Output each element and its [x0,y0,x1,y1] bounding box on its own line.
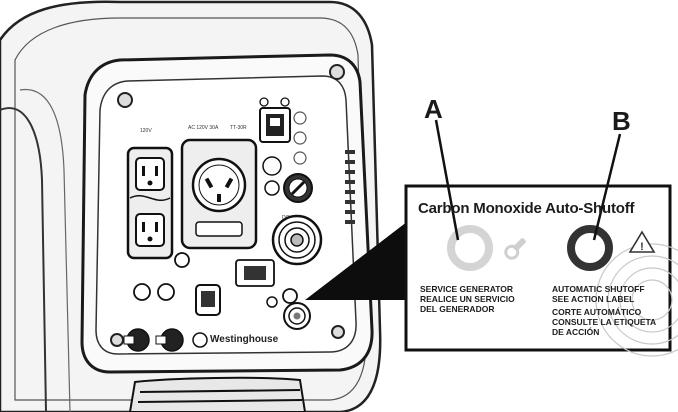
inset-callout-box [404,184,672,352]
indicator-a-line3: DEL GENERADOR [420,304,495,314]
co-sensor-indicator [266,296,278,308]
indicator-light-3 [293,151,307,165]
inset-title: Carbon Monoxide Auto-Shutoff [418,200,635,217]
screw-top-right [329,64,345,80]
callout-pointer [305,218,412,300]
screw-top-left [117,92,133,108]
indicator-light-2 [293,131,307,145]
indicator-b-line3: CORTE AUTOMÁTICO [552,307,642,317]
brand-name: Westinghouse [210,334,279,345]
indicator-a-ring [447,225,493,271]
lower-grille [128,376,307,412]
brand-logo-icon [192,332,208,348]
inset-background-arcs [595,243,678,357]
indicator-b-line1: AUTOMATIC SHUTOFF [552,284,645,294]
indicator-b-line4: CONSULTE LA ETIQUETA [552,317,657,327]
indicator-a-line1: SERVICE GENERATOR [420,284,514,294]
svg-text:!: ! [640,241,644,253]
indicator-b-line2: SEE ACTION LABEL [552,294,635,304]
label-120v: 120V [140,128,152,134]
indicator-a-line2: REALICE UN SERVICIO [420,294,515,304]
screw-bottom-left [110,333,124,347]
indicator-b-label: AUTOMATIC SHUTOFF SEE ACTION LABEL CORTE… [552,284,656,337]
co-sensor-indicator-ring [282,288,298,304]
screw-bottom-right [331,325,345,339]
round-cover [262,156,282,176]
vent-slots [345,150,355,224]
indicator-b-ring [567,225,613,271]
usb-port [264,180,280,196]
housing-side-curve-2 [19,89,71,412]
indicator-a-label: SERVICE GENERATOR REALICE UN SERVICIO DE… [420,284,515,314]
housing-side-curve [0,107,47,412]
tt30-socket [191,157,247,213]
leader-line-b [592,133,622,241]
warning-icon: ! [628,230,656,253]
indicator-b-line5: DE ACCIÓN [552,327,600,337]
label-tt30: TT-30R [230,125,247,131]
callout-letter-a: A [424,94,443,124]
leader-line-a [434,119,460,241]
label-ac-rating: AC 120V 30A [188,125,219,131]
housing-inner-contour [14,17,367,401]
indicator-light-1 [293,111,307,125]
knob-left-2 [157,283,175,301]
knob-left-1 [133,283,151,301]
wrench-icon [504,238,526,260]
label-dc: DC [282,215,290,221]
callout-letter-b: B [612,106,631,136]
ground-terminal [174,252,190,268]
